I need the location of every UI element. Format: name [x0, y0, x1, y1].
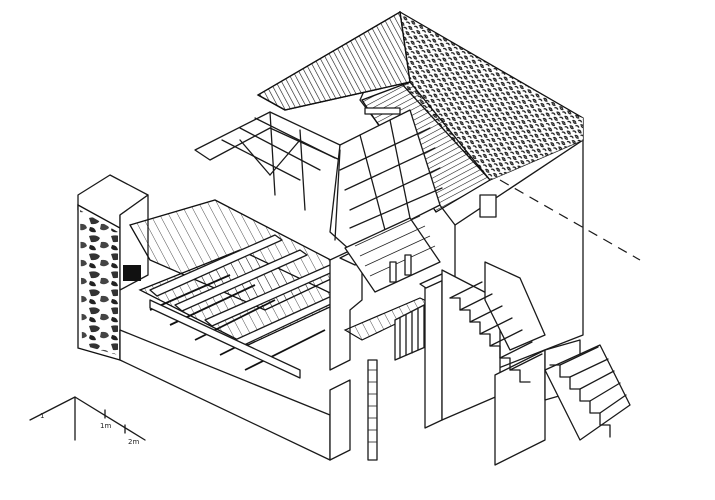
balcony-railing	[394, 301, 431, 361]
floor-joists	[149, 234, 351, 379]
roof-truss	[194, 107, 443, 251]
hidden-line	[499, 179, 641, 261]
stone-wall-left	[77, 174, 149, 361]
drain-pipe	[367, 359, 378, 461]
scale-label-2m: 2m	[128, 438, 139, 446]
stair-walls	[441, 261, 581, 466]
wall-opening	[479, 194, 497, 218]
scale-label-1m: 1m	[100, 422, 111, 430]
roof-boarded-slope	[256, 10, 411, 111]
scale-label-origin: 1	[40, 412, 44, 420]
porch-roof	[344, 215, 441, 293]
front-wall	[119, 329, 351, 461]
stair-upper	[449, 281, 543, 383]
scale-axes: 1 1m 2m	[29, 396, 146, 446]
pillar	[419, 273, 449, 429]
stair-lower	[544, 344, 631, 441]
